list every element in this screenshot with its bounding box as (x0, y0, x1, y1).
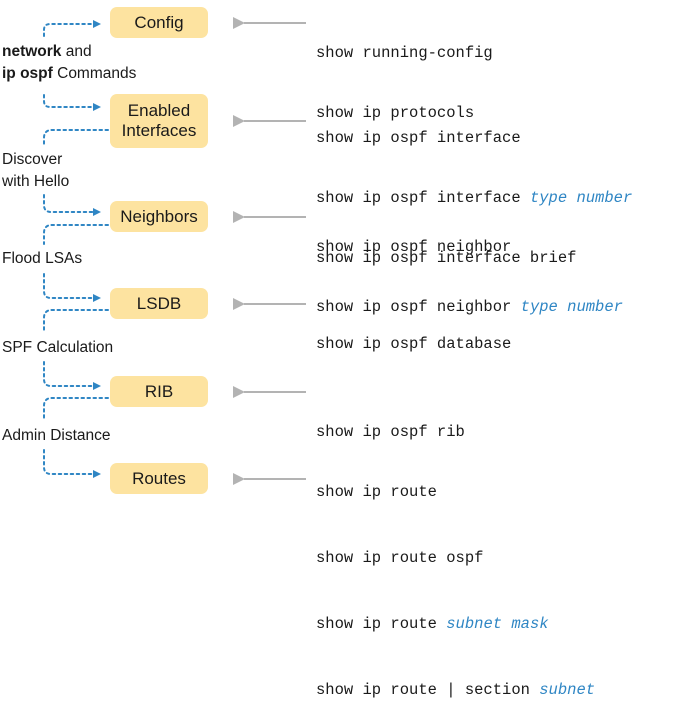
state-config: Config (110, 7, 208, 38)
command-text: show ip ospf interface (316, 189, 530, 207)
state-lsdb-label: LSDB (136, 293, 182, 313)
state-routes: Routes (110, 463, 208, 494)
command-line: show ip ospf interface brief (316, 249, 577, 267)
state-enabled-line2: Interfaces (121, 121, 197, 140)
command-text: show ip route (316, 615, 447, 633)
command-line: show ip ospf rib (316, 423, 465, 441)
commands-text: Commands (52, 65, 137, 82)
command-line: show running-config (316, 44, 493, 62)
flow-flood-to-lsdb (43, 273, 101, 302)
command-line: show ip ospf interface (316, 129, 521, 147)
transition-flood-lsas: Flood LSAs (2, 250, 83, 267)
state-enabled-line1: Enabled (127, 101, 191, 120)
command-parameter: type number (520, 298, 623, 316)
command-line: show ip route ospf (316, 549, 484, 567)
command-line: show ip protocols (316, 104, 475, 122)
command-parameter: subnet mask (446, 615, 549, 633)
command-line: show ip ospf interface type number (316, 188, 632, 208)
transition-spf: SPF Calculation (2, 339, 114, 356)
flow-rib-to-admin (43, 397, 109, 422)
state-neighbors-label: Neighbors (120, 206, 198, 226)
commands-neighbors: show ip ospf neighbor show ip ospf neigh… (316, 197, 623, 337)
command-line: show ip ospf database (316, 335, 512, 353)
command-line: show ip route subnet mask (316, 613, 595, 635)
command-text: show ip ospf neighbor (316, 298, 521, 316)
command-line: show ip route (316, 483, 437, 501)
ospf-verification-diagram (43, 17, 306, 485)
flow-hello-to-neighbors (43, 194, 101, 216)
command-line: show ip ospf neighbor (316, 238, 512, 256)
transition-hello: Discover with Hello (2, 149, 69, 193)
command-parameter: type number (529, 189, 633, 207)
flow-spf-to-rib (43, 361, 101, 390)
state-lsdb: LSDB (110, 288, 208, 319)
commands-routes: show ip route show ip route ospf show ip… (316, 437, 595, 723)
command-text: show ip route | section (316, 681, 540, 699)
flow-lsdb-to-spf (43, 309, 109, 334)
commands-config: show running-config show ip protocols (316, 3, 493, 143)
ip-ospf-keyword: ip ospf (2, 65, 53, 82)
flow-enabled-to-hello (43, 129, 109, 147)
command-parameter: subnet (539, 681, 596, 699)
hello-line2: with Hello (2, 173, 70, 190)
flow-config-to-enabled (43, 94, 101, 111)
state-config-label: Config (134, 12, 184, 32)
commands-interfaces: show ip ospf interface show ip ospf inte… (316, 88, 632, 288)
transition-network-commands: network and ip ospf Commands (2, 41, 136, 85)
network-and-text: and (61, 43, 92, 60)
flow-neighbors-to-flood (43, 224, 109, 245)
flow-admin-to-routes (43, 449, 101, 478)
transition-admin-distance: Admin Distance (2, 427, 111, 444)
commands-lsdb: show ip ospf database (316, 294, 511, 374)
state-neighbors: Neighbors (110, 201, 208, 232)
flow-into-config (43, 20, 101, 37)
state-enabled-interfaces: Enabled Interfaces (110, 94, 208, 148)
hello-line1: Discover (2, 151, 63, 168)
state-routes-label: Routes (132, 468, 186, 488)
state-rib: RIB (110, 376, 208, 407)
command-line: show ip route | section subnet (316, 679, 595, 701)
state-rib-label: RIB (144, 381, 174, 401)
command-line: show ip ospf neighbor type number (316, 297, 623, 317)
network-keyword: network (2, 43, 62, 60)
commands-rib: show ip ospf rib (316, 382, 465, 462)
